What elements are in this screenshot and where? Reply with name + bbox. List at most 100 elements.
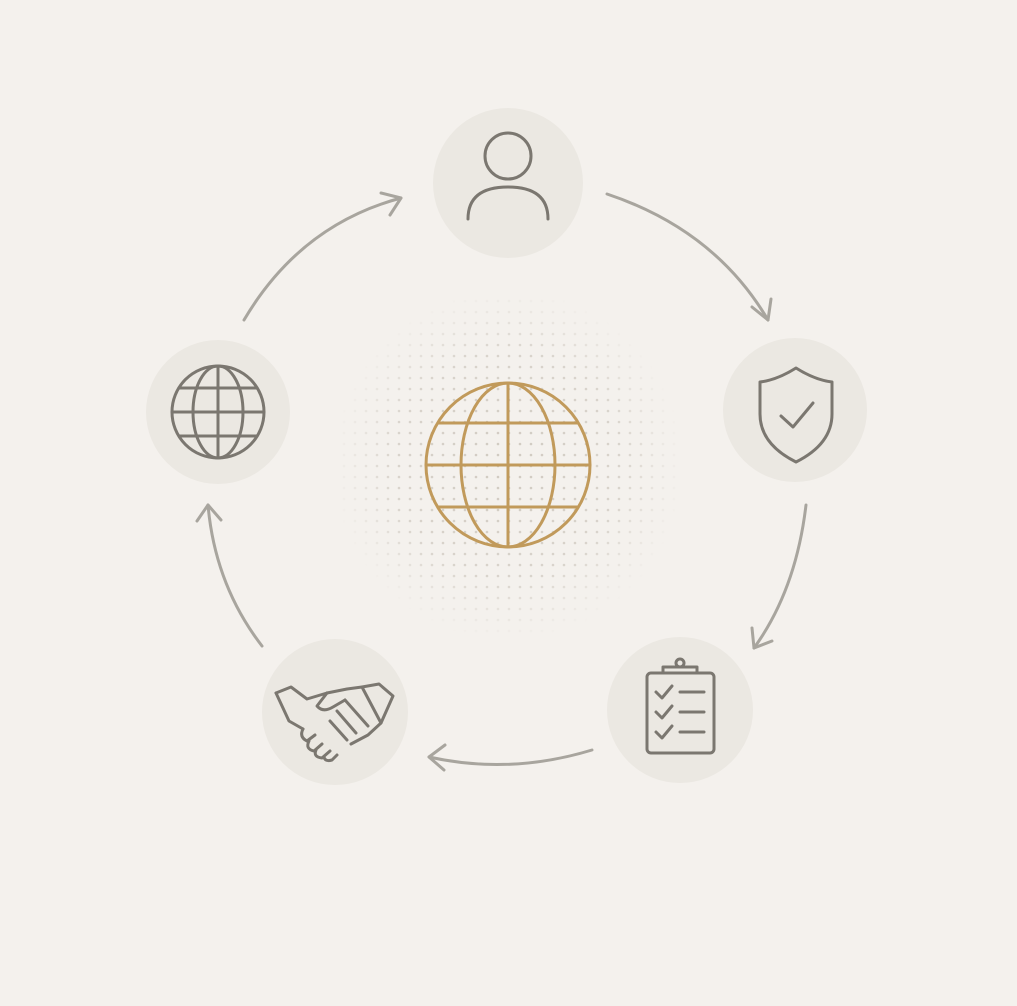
halo-dot	[661, 453, 665, 457]
halo-dot	[573, 431, 577, 435]
halo-dot	[496, 365, 500, 369]
halo-dot	[474, 299, 478, 303]
halo-dot	[463, 365, 467, 369]
halo-dot	[617, 541, 621, 545]
halo-dot	[375, 376, 379, 380]
node-handshake	[262, 639, 408, 785]
halo-dot	[386, 409, 390, 413]
halo-dot	[463, 310, 467, 314]
halo-dot	[408, 387, 412, 391]
halo-dot	[419, 574, 423, 578]
halo-dot	[518, 354, 522, 358]
halo-dot	[672, 431, 676, 435]
halo-dot	[628, 519, 632, 523]
halo-dot	[529, 321, 533, 325]
halo-dot	[496, 563, 500, 567]
halo-dot	[397, 442, 401, 446]
halo-dot	[386, 497, 390, 501]
halo-dot	[452, 607, 456, 611]
halo-dot	[529, 596, 533, 600]
halo-dot	[430, 376, 434, 380]
halo-dot	[650, 431, 654, 435]
halo-dot	[485, 310, 489, 314]
halo-dot	[353, 431, 357, 435]
halo-dot	[463, 475, 467, 479]
halo-dot	[353, 497, 357, 501]
halo-dot	[353, 420, 357, 424]
halo-dot	[441, 343, 445, 347]
halo-dot	[364, 442, 368, 446]
halo-dot	[408, 519, 412, 523]
halo-dot	[606, 365, 610, 369]
halo-dot	[419, 607, 423, 611]
halo-dot	[584, 387, 588, 391]
halo-dot	[463, 607, 467, 611]
halo-dot	[375, 365, 379, 369]
halo-dot	[463, 409, 467, 413]
halo-dot	[353, 486, 357, 490]
halo-dot	[386, 563, 390, 567]
halo-dot	[617, 497, 621, 501]
halo-dot	[441, 530, 445, 534]
halo-dot	[650, 508, 654, 512]
halo-dot	[606, 508, 610, 512]
halo-dot	[507, 574, 511, 578]
halo-dot	[452, 398, 456, 402]
halo-dot	[496, 453, 500, 457]
halo-dot	[375, 552, 379, 556]
halo-dot	[397, 585, 401, 589]
halo-dot	[419, 442, 423, 446]
halo-dot	[485, 607, 489, 611]
node-checklist	[607, 637, 753, 783]
halo-dot	[430, 332, 434, 336]
halo-dot	[386, 431, 390, 435]
halo-dot	[452, 475, 456, 479]
halo-dot	[364, 376, 368, 380]
halo-dot	[650, 420, 654, 424]
halo-dot	[408, 332, 412, 336]
halo-dot	[463, 574, 467, 578]
halo-dot	[584, 420, 588, 424]
halo-dot	[507, 596, 511, 600]
halo-dot	[573, 607, 577, 611]
halo-dot	[551, 354, 555, 358]
halo-dot	[485, 409, 489, 413]
halo-dot	[496, 431, 500, 435]
halo-dot	[463, 387, 467, 391]
halo-dot	[595, 596, 599, 600]
halo-dot	[452, 574, 456, 578]
halo-dot	[485, 398, 489, 402]
halo-dot	[617, 376, 621, 380]
halo-dot	[353, 464, 357, 468]
halo-dot	[661, 442, 665, 446]
halo-dot	[584, 563, 588, 567]
halo-dot	[595, 519, 599, 523]
halo-dot	[606, 420, 610, 424]
halo-dot	[408, 486, 412, 490]
halo-dot	[452, 453, 456, 457]
halo-dot	[518, 321, 522, 325]
halo-dot	[452, 299, 456, 303]
halo-dot	[474, 607, 478, 611]
halo-dot	[650, 486, 654, 490]
halo-dot	[573, 596, 577, 600]
halo-dot	[562, 607, 566, 611]
halo-dot	[584, 332, 588, 336]
halo-dot	[375, 464, 379, 468]
center-globe-icon	[424, 381, 592, 549]
halo-dot	[441, 596, 445, 600]
halo-dot	[518, 299, 522, 303]
halo-dot	[496, 585, 500, 589]
halo-dot	[474, 497, 478, 501]
halo-dot	[485, 618, 489, 622]
halo-dot	[485, 519, 489, 523]
halo-dot	[474, 552, 478, 556]
halo-dot	[408, 508, 412, 512]
node-globe	[146, 340, 290, 484]
halo-dot	[661, 409, 665, 413]
halo-dot	[452, 387, 456, 391]
halo-dot	[430, 409, 434, 413]
halo-dot	[408, 530, 412, 534]
halo-dot	[529, 552, 533, 556]
halo-dot	[419, 519, 423, 523]
